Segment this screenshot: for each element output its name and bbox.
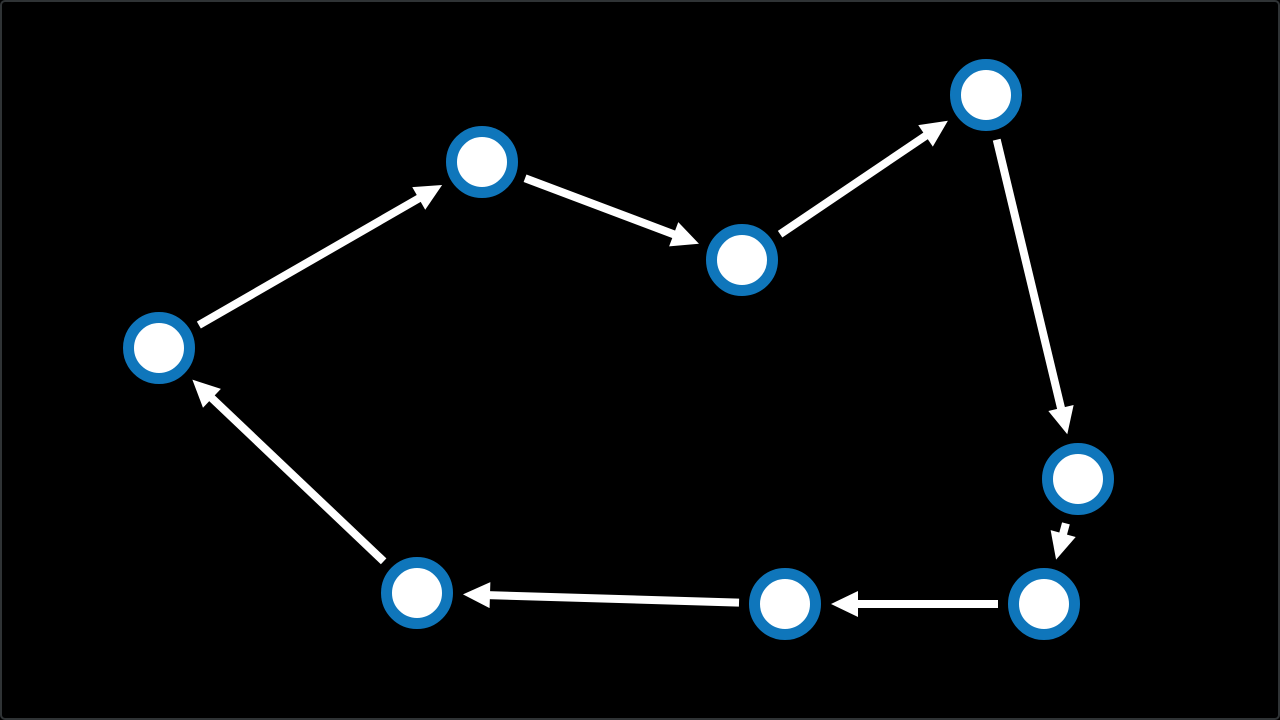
edge-node-left-to-node-upper-left (196, 184, 443, 329)
edge-arrowhead (1050, 530, 1076, 560)
edge-node-top-right-to-node-right (992, 138, 1074, 435)
edge-shaft (487, 591, 740, 607)
node-middle (706, 224, 778, 296)
edge-arrowhead (1048, 404, 1074, 435)
edge-shaft (992, 138, 1066, 411)
edge-shaft (196, 193, 423, 329)
edge-arrowhead (831, 591, 858, 617)
node-bottom-right (1008, 568, 1080, 640)
edge-arrowhead (918, 120, 948, 147)
edge-node-upper-left-to-node-middle (523, 174, 699, 247)
node-upper-left (446, 126, 518, 198)
edge-shaft (1058, 522, 1070, 537)
edge-node-bottom-left-to-node-left (192, 379, 387, 565)
edge-node-bottom-middle-to-node-bottom-left (462, 582, 740, 609)
edge-arrowhead (412, 184, 443, 210)
node-left (123, 312, 195, 384)
node-bottom-left (381, 557, 453, 629)
node-bottom-middle (749, 568, 821, 640)
edge-node-right-to-node-bottom-right (1050, 522, 1076, 560)
edge-node-bottom-right-to-node-bottom-middle (831, 591, 998, 617)
edge-arrowhead (462, 582, 491, 609)
edge-node-middle-to-node-top-right (777, 120, 948, 238)
edge-arrowhead (192, 379, 221, 408)
edge-arrowhead (669, 222, 699, 247)
node-right (1042, 443, 1114, 515)
edge-shaft (523, 174, 677, 239)
edge-shaft (207, 393, 387, 565)
edge-shaft (777, 131, 930, 238)
node-top-right (950, 59, 1022, 131)
